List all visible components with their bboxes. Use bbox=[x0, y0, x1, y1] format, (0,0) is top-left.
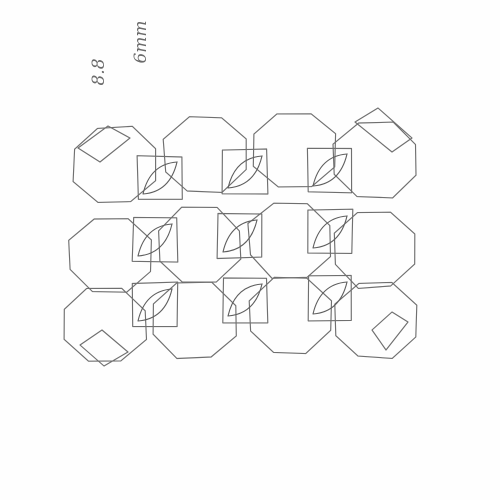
handwritten-notes: 8.8 6mm bbox=[89, 20, 151, 85]
square-outline bbox=[136, 155, 183, 200]
octagon-11 bbox=[248, 276, 333, 355]
octagon-4 bbox=[332, 121, 417, 199]
square-cell-5 bbox=[216, 212, 263, 260]
leaf-motif bbox=[312, 215, 348, 249]
octagon-8 bbox=[333, 211, 416, 289]
square-outline bbox=[221, 148, 269, 195]
leaf-motif bbox=[312, 153, 348, 187]
octagon-9 bbox=[63, 287, 148, 362]
square-outline bbox=[222, 277, 269, 324]
square-outline bbox=[131, 216, 179, 263]
corner-tab-3 bbox=[79, 329, 129, 367]
annotation-left: 8.8 bbox=[89, 58, 109, 85]
leaf-motif bbox=[312, 281, 348, 315]
octagon-12 bbox=[334, 281, 418, 359]
square-cell-2 bbox=[221, 148, 269, 195]
square-cell-3 bbox=[306, 147, 353, 194]
leaf-motif bbox=[137, 288, 173, 322]
corner-tab-2 bbox=[354, 107, 413, 153]
octagon-5 bbox=[68, 218, 152, 293]
leaf-motif bbox=[222, 219, 258, 253]
octagon-1 bbox=[72, 125, 157, 203]
annotation-right: 6mm bbox=[131, 20, 151, 63]
corner-tab-1 bbox=[77, 125, 131, 163]
square-cell-4 bbox=[131, 216, 179, 263]
square-cell-1 bbox=[136, 155, 183, 200]
octagon-6 bbox=[158, 206, 242, 283]
square-cells bbox=[131, 147, 354, 328]
leaf-motif bbox=[227, 283, 263, 317]
octagon-3 bbox=[252, 113, 337, 188]
square-cell-8 bbox=[222, 277, 269, 324]
square-outline bbox=[307, 274, 352, 322]
square-cell-7 bbox=[131, 281, 179, 328]
square-outline bbox=[216, 212, 263, 260]
square-outline bbox=[306, 147, 353, 194]
leaf-motif bbox=[142, 161, 178, 195]
leaf-motif bbox=[137, 223, 173, 257]
square-outline bbox=[131, 281, 179, 328]
octagon-lattice bbox=[63, 113, 418, 362]
square-cell-9 bbox=[307, 274, 352, 322]
square-outline bbox=[307, 208, 354, 254]
leaf-motif bbox=[227, 155, 263, 189]
octagon-10 bbox=[152, 281, 237, 360]
corner-tabs bbox=[77, 107, 413, 367]
octagon-2 bbox=[162, 116, 247, 193]
square-cell-6 bbox=[307, 208, 354, 254]
corner-tab-4 bbox=[371, 311, 409, 351]
